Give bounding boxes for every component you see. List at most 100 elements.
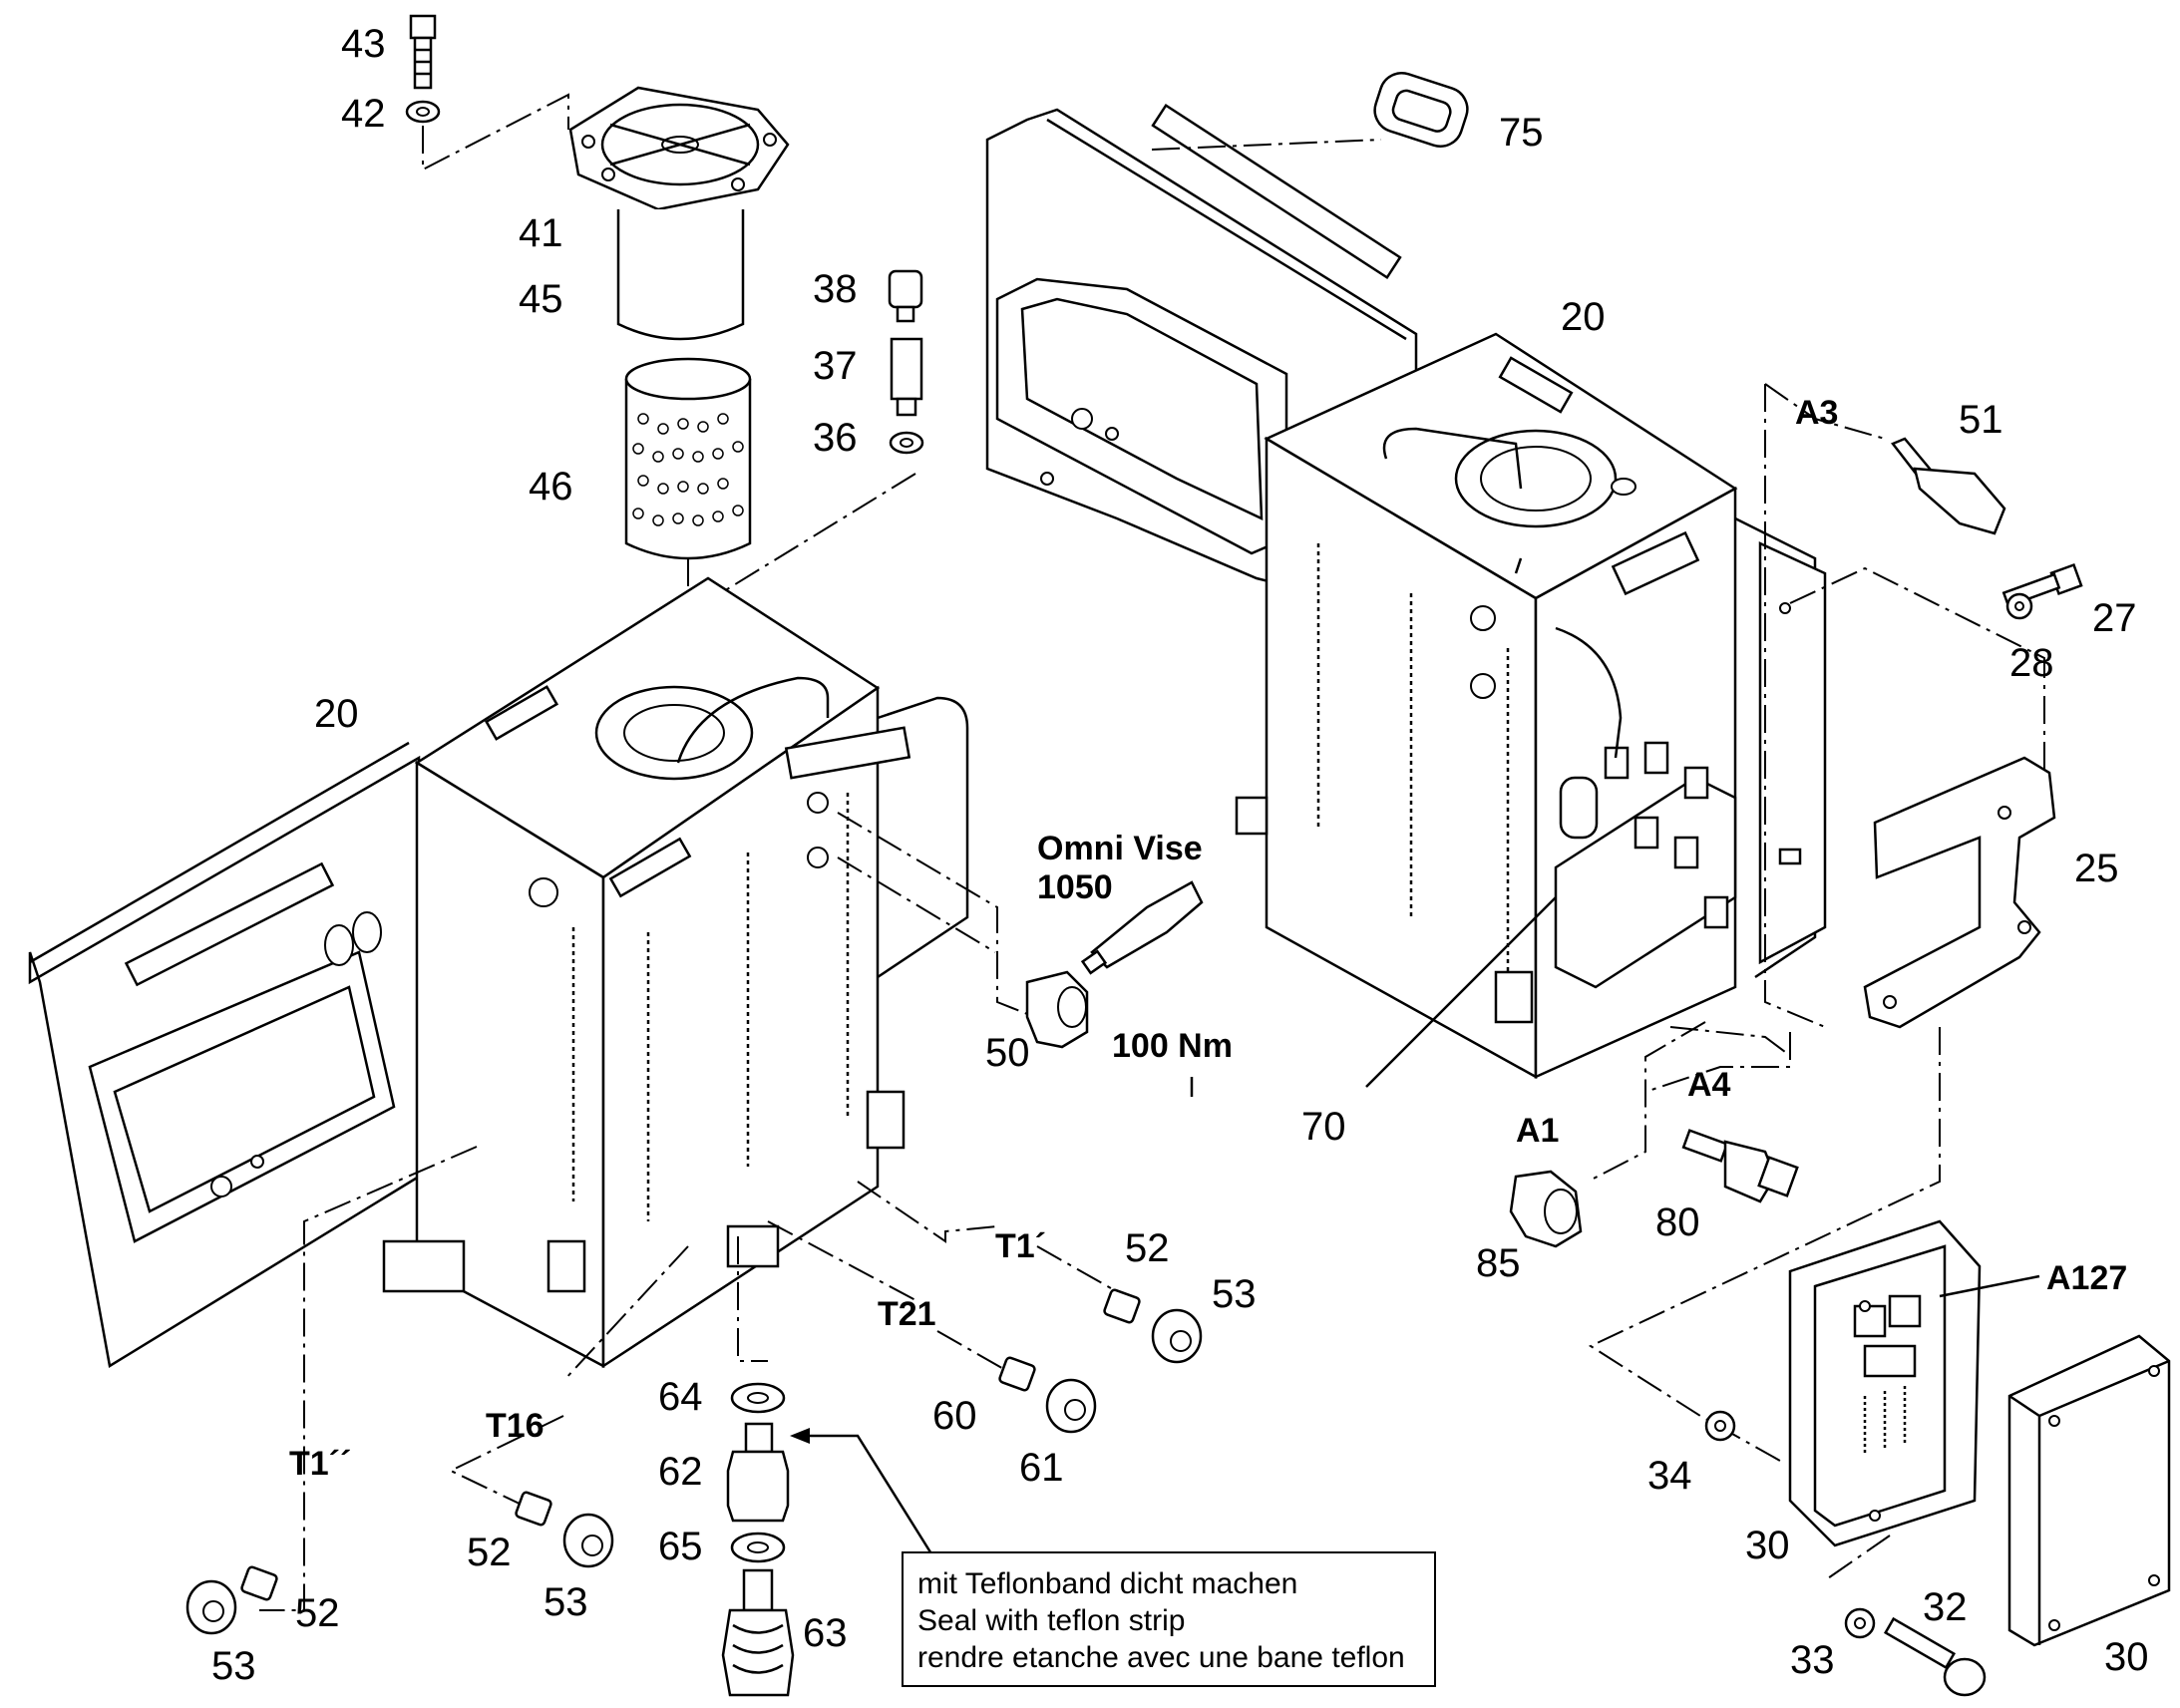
label-38: 38 <box>813 267 858 311</box>
note-arrowhead <box>790 1428 810 1444</box>
washer-34 <box>1704 1410 1736 1442</box>
cap-53b <box>562 1513 614 1568</box>
label-T16: T16 <box>486 1407 545 1445</box>
cap-53c <box>185 1579 237 1635</box>
label-torque: 100 Nm <box>1112 1027 1233 1065</box>
note-line-french: rendre etanche avec une bane teflon <box>917 1641 1405 1674</box>
label-80: 80 <box>1655 1200 1700 1244</box>
fitting-52c <box>240 1565 278 1601</box>
cap-61 <box>1045 1378 1097 1434</box>
label-32: 32 <box>1923 1585 1968 1629</box>
label-85: 85 <box>1476 1241 1521 1285</box>
label-A4: A4 <box>1687 1066 1731 1104</box>
label-70: 70 <box>1301 1105 1346 1149</box>
label-52-a: 52 <box>1125 1226 1170 1270</box>
gasket-75 <box>1373 72 1469 148</box>
note-leader <box>800 1434 934 1556</box>
seal-65 <box>730 1532 786 1563</box>
cap-53a <box>1151 1308 1203 1364</box>
label-28: 28 <box>2009 641 2054 685</box>
sealant-tube <box>1080 880 1204 975</box>
label-omni-1050: 1050 <box>1037 868 1113 906</box>
label-53-c: 53 <box>211 1644 256 1688</box>
teflon-note-box: mit Teflonband dicht machen Seal with te… <box>902 1551 1436 1687</box>
label-61: 61 <box>1019 1446 1064 1490</box>
adapter-62 <box>726 1422 790 1523</box>
plug-85 <box>1509 1170 1583 1248</box>
seal-36 <box>889 431 924 455</box>
label-53-b: 53 <box>544 1580 588 1624</box>
label-20-left: 20 <box>314 692 359 736</box>
filter-element-45 <box>616 209 745 341</box>
label-65: 65 <box>658 1525 703 1568</box>
leader-A4 <box>1644 1032 1791 1093</box>
label-T1-double-prime: T1´´ <box>289 1445 352 1483</box>
cover-30 <box>2007 1334 2171 1647</box>
screw-32 <box>1883 1616 1987 1697</box>
label-30-cover: 30 <box>2104 1635 2149 1679</box>
leader-28 <box>1789 566 2045 773</box>
label-50: 50 <box>985 1031 1030 1075</box>
label-34: 34 <box>1647 1454 1692 1498</box>
label-62: 62 <box>658 1450 703 1494</box>
junction-box-30 <box>1788 1219 1982 1547</box>
leader-64 <box>737 1236 768 1362</box>
sensor-80 <box>1681 1129 1799 1203</box>
right-side-plate <box>1758 541 1827 965</box>
label-45: 45 <box>519 277 563 321</box>
leader-T16 <box>562 1245 689 1382</box>
label-63: 63 <box>803 1611 848 1655</box>
leader-right-vertical <box>1764 384 1826 1028</box>
leader-T1a <box>857 1181 998 1243</box>
sensor-63 <box>721 1568 795 1697</box>
right-tank-level-strips <box>1316 543 1510 987</box>
label-43: 43 <box>341 22 386 66</box>
label-60: 60 <box>932 1394 977 1438</box>
right-tank-body <box>1264 332 1817 1080</box>
label-51: 51 <box>1959 398 2003 442</box>
filter-cover-41 <box>568 86 790 211</box>
label-A1: A1 <box>1516 1112 1560 1150</box>
note-line-english: Seal with teflon strip <box>917 1604 1186 1637</box>
leader-75 <box>1151 139 1382 151</box>
adapter-37 <box>890 337 923 417</box>
label-37: 37 <box>813 344 858 388</box>
washer-28 <box>2005 592 2033 620</box>
fitting-52a <box>1103 1288 1141 1324</box>
valve-block-right <box>1235 626 1737 1024</box>
label-52-b: 52 <box>467 1531 512 1574</box>
leader-52a <box>1036 1245 1126 1297</box>
plug-50 <box>1025 970 1089 1049</box>
fitting-60 <box>998 1356 1036 1392</box>
label-30-box: 30 <box>1745 1524 1790 1567</box>
breather-38 <box>888 269 923 323</box>
leader-50 <box>837 812 1066 1030</box>
left-tank-body <box>414 576 969 1369</box>
leader-85 <box>1587 1021 1706 1183</box>
label-36: 36 <box>813 416 858 460</box>
label-25: 25 <box>2074 847 2119 890</box>
label-A3: A3 <box>1795 394 1839 432</box>
label-T1-prime: T1´ <box>995 1227 1046 1265</box>
leader-A127 <box>1939 1274 2040 1298</box>
label-46: 46 <box>529 465 573 509</box>
label-75: 75 <box>1499 111 1544 155</box>
left-tank-bottom-fittings <box>382 792 829 1293</box>
label-42: 42 <box>341 92 386 136</box>
label-T21: T21 <box>878 1295 936 1333</box>
leader-T1b <box>259 1146 478 1611</box>
sensor-51 <box>1891 437 2006 535</box>
label-52-c: 52 <box>295 1591 340 1635</box>
bracket-25 <box>1863 756 2056 1029</box>
note-line-german: mit Teflonband dicht machen <box>917 1567 1298 1600</box>
leader-60 <box>936 1330 1008 1372</box>
label-20-right: 20 <box>1561 295 1606 339</box>
strainer-46 <box>624 357 752 560</box>
label-33: 33 <box>1790 1638 1835 1682</box>
leader-A3 <box>1764 383 1886 440</box>
leader-33 <box>1824 1535 1891 1581</box>
label-64: 64 <box>658 1375 703 1419</box>
filter-bolt-43 <box>409 14 437 90</box>
label-omni-vise: Omni Vise <box>1037 830 1203 867</box>
